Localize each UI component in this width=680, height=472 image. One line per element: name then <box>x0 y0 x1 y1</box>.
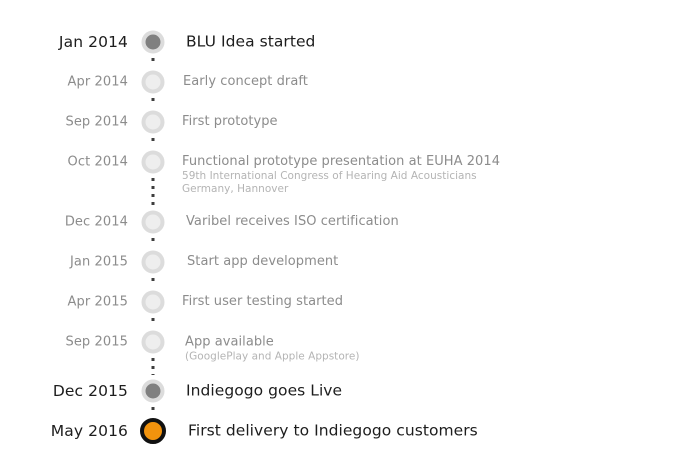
timeline-connector <box>151 407 155 415</box>
event-date: Jan 2014 <box>58 33 128 51</box>
timeline-marker-plain-icon <box>141 250 165 274</box>
event-title: BLU Idea started <box>186 32 316 51</box>
timeline-marker-accent-icon <box>140 418 166 444</box>
event-date: Apr 2014 <box>67 74 128 90</box>
timeline-marker-dark-icon <box>141 379 165 403</box>
event-label: Early concept draft <box>183 74 308 90</box>
timeline-marker-plain-icon <box>141 330 165 354</box>
event-title: First delivery to Indiegogo customers <box>188 421 478 440</box>
event-title: Indiegogo goes Live <box>186 381 343 400</box>
event-label: Indiegogo goes Live <box>186 382 342 401</box>
event-subtitle-1: 59th International Congress of Hearing A… <box>182 170 477 182</box>
timeline-marker-plain-icon <box>141 150 165 174</box>
event-label: First delivery to Indiegogo customers <box>188 422 478 441</box>
event-title: First prototype <box>182 114 278 129</box>
event-label: First user testing started <box>182 294 343 310</box>
timeline-marker-plain-icon <box>141 210 165 234</box>
event-date: Oct 2014 <box>67 154 128 170</box>
event-date: Apr 2015 <box>67 294 128 310</box>
timeline-connector <box>151 278 155 286</box>
event-date: May 2016 <box>50 422 128 440</box>
event-title: Early concept draft <box>183 74 308 89</box>
timeline-marker-plain-icon <box>141 110 165 134</box>
event-label: App available(GooglePlay and Apple Appst… <box>185 334 359 363</box>
event-date: Dec 2015 <box>52 382 128 400</box>
timeline-marker-plain-icon <box>141 70 165 94</box>
timeline-connector <box>151 238 155 246</box>
timeline-connector <box>151 138 155 146</box>
event-subtitle-1: (GooglePlay and Apple Appstore) <box>185 350 360 362</box>
timeline-connector <box>151 358 155 375</box>
event-date: Jan 2015 <box>69 254 128 270</box>
event-label: BLU Idea started <box>186 33 315 52</box>
event-label: Varibel receives ISO certification <box>186 214 399 230</box>
timeline-marker-plain-icon <box>141 290 165 314</box>
event-subtitle-2: Germany, Hannover <box>182 183 289 195</box>
event-title: Start app development <box>187 254 339 269</box>
event-date: Dec 2014 <box>64 214 128 230</box>
event-label: Start app development <box>187 254 338 270</box>
event-title: App available <box>185 334 274 349</box>
timeline-connector <box>151 178 155 206</box>
event-title: First user testing started <box>182 294 344 309</box>
event-label: Functional prototype presentation at EUH… <box>182 154 500 196</box>
event-date: Sep 2014 <box>65 114 128 130</box>
event-date: Sep 2015 <box>65 334 128 350</box>
event-label: First prototype <box>182 114 278 130</box>
event-title: Varibel receives ISO certification <box>186 214 399 229</box>
timeline-connector <box>151 98 155 106</box>
timeline-connector <box>151 318 155 326</box>
timeline-connector <box>151 58 155 66</box>
event-title: Functional prototype presentation at EUH… <box>182 154 501 169</box>
timeline-marker-dark-icon <box>141 30 165 54</box>
